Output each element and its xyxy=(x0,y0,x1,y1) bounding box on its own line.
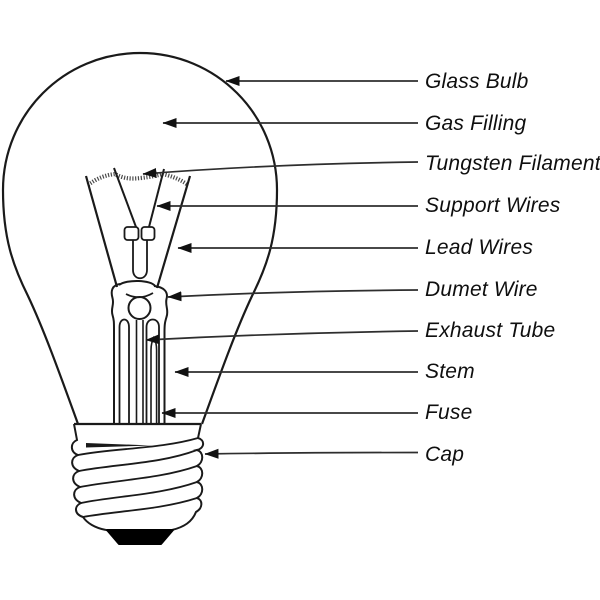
label-dumet-wire: Dumet Wire xyxy=(425,278,538,301)
cap-left-edge xyxy=(70,423,107,531)
label-glass-bulb: Glass Bulb xyxy=(425,70,529,93)
cap-thread-2 xyxy=(78,449,198,472)
cap-contact xyxy=(106,529,174,545)
tungsten-filament-coil xyxy=(86,171,190,187)
cap-thread-5 xyxy=(82,497,198,518)
cap-right-edge xyxy=(171,423,205,531)
stem-column-tube xyxy=(132,240,148,280)
stem-press-right-wall xyxy=(153,285,169,423)
label-cap: Cap xyxy=(425,443,465,466)
label-gas-filling: Gas Filling xyxy=(425,112,527,135)
cap-thread-3 xyxy=(79,465,198,488)
label-fuse: Fuse xyxy=(425,401,473,424)
label-stem: Stem xyxy=(425,360,475,383)
cap-thread-1 xyxy=(77,437,199,456)
lead-wire-left xyxy=(84,175,119,288)
cap-thread-start xyxy=(86,443,152,448)
cap-thread-4 xyxy=(80,481,198,504)
support-wire-left xyxy=(113,167,137,228)
stem-press-left-wall xyxy=(110,283,121,423)
support-wire-right xyxy=(148,168,165,228)
lead-wire-right xyxy=(155,175,192,289)
leader-line-cap xyxy=(204,448,419,459)
fuse-wire xyxy=(150,335,158,423)
glass-bulb-outline xyxy=(1,51,279,425)
stem-press-top-edge xyxy=(118,280,156,287)
label-exhaust-tube: Exhaust Tube xyxy=(425,319,556,342)
stem-arch-left xyxy=(118,318,130,423)
leader-line-dumet-wire xyxy=(167,289,419,302)
dumet-wire-bead xyxy=(127,296,152,320)
label-lead-wires: Lead Wires xyxy=(425,236,534,259)
stem-clamp-left xyxy=(123,226,140,241)
leader-line-tungsten-filament xyxy=(142,161,419,178)
leader-line-exhaust-tube xyxy=(145,330,419,345)
stem-clamp-right xyxy=(140,226,156,241)
label-support-wires: Support Wires xyxy=(425,194,561,217)
label-tungsten-filament: Tungsten Filament xyxy=(425,152,600,175)
stem-arch-right xyxy=(145,318,160,423)
